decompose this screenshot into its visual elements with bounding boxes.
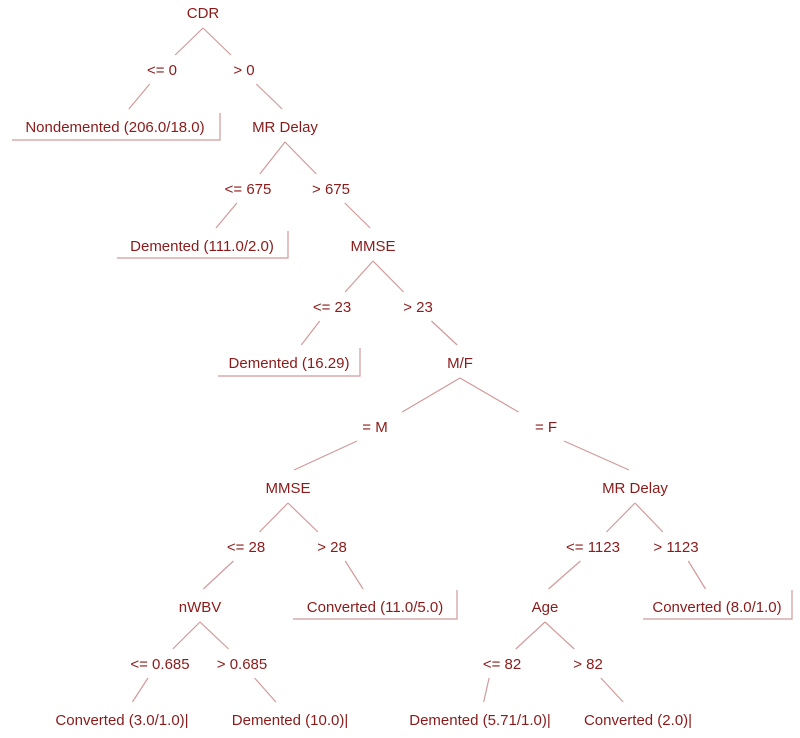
- branch-line: [202, 27, 232, 56]
- leaf-node: Demented (16.29): [229, 355, 350, 372]
- branch-line: [215, 202, 238, 229]
- leaf-node: Demented (111.0/2.0): [130, 238, 274, 255]
- decision-node: nWBV: [179, 599, 222, 616]
- branch-line: [131, 677, 149, 703]
- branch-line: [600, 677, 624, 703]
- edge-condition-label: <= 23: [313, 299, 351, 316]
- leaf-node: Converted (3.0/1.0)|: [55, 712, 188, 729]
- branch-line: [459, 377, 519, 413]
- branch-line: [172, 621, 201, 650]
- branch-line: [255, 83, 283, 110]
- branch-line: [202, 560, 234, 590]
- branch-line: [563, 440, 630, 471]
- edge-condition-label: <= 28: [227, 539, 265, 556]
- branch-line: [300, 320, 321, 346]
- decision-node: M/F: [447, 355, 473, 372]
- decision-node: CDR: [187, 5, 220, 22]
- leaf-box-border: [12, 113, 221, 141]
- edge-condition-label: <= 0: [147, 62, 177, 79]
- leaf-node: Converted (2.0)|: [584, 712, 692, 729]
- decision-node: Age: [532, 599, 559, 616]
- decision-node: MR Delay: [252, 119, 318, 136]
- branch-line: [344, 260, 374, 293]
- edge-condition-label: > 28: [317, 539, 347, 556]
- edge-condition-label: > 0.685: [217, 656, 267, 673]
- leaf-box-border: [117, 231, 289, 259]
- branch-line: [344, 560, 364, 590]
- leaf-node: Converted (8.0/1.0): [652, 599, 781, 616]
- branch-line: [544, 621, 575, 650]
- edge-condition-label: > 0: [233, 62, 254, 79]
- edge-condition-label: > 23: [403, 299, 433, 316]
- leaf-node: Demented (10.0)|: [232, 712, 348, 729]
- branch-line: [483, 677, 490, 703]
- branch-line: [287, 502, 319, 533]
- branch-line: [634, 502, 664, 533]
- edge-condition-label: <= 675: [225, 181, 272, 198]
- leaf-box-border: [643, 590, 793, 620]
- branch-line: [259, 141, 286, 175]
- edge-condition-label: = M: [362, 419, 387, 436]
- edge-condition-label: > 675: [312, 181, 350, 198]
- branch-line: [548, 560, 581, 590]
- edge-condition-label: <= 0.685: [130, 656, 189, 673]
- branch-line: [515, 621, 546, 650]
- branch-line: [128, 83, 151, 110]
- branch-line: [174, 27, 204, 56]
- edge-condition-label: <= 1123: [566, 539, 620, 556]
- decision-node: MR Delay: [602, 480, 668, 497]
- edge-condition-label: = F: [535, 419, 557, 436]
- branch-line: [254, 677, 277, 703]
- branch-line: [259, 502, 289, 533]
- branch-line: [687, 560, 707, 590]
- branch-line: [344, 202, 371, 229]
- leaf-node: Nondemented (206.0/18.0): [25, 119, 204, 136]
- edge-condition-label: > 1123: [653, 539, 698, 556]
- branch-line: [199, 621, 229, 650]
- branch-line: [431, 320, 458, 346]
- leaf-node: Converted (11.0/5.0): [307, 599, 443, 616]
- branch-line: [293, 440, 358, 471]
- leaf-box-border: [218, 348, 361, 377]
- edge-condition-label: > 82: [573, 656, 603, 673]
- branch-line: [401, 377, 461, 413]
- branch-line: [372, 260, 405, 293]
- decision-node: MMSE: [351, 238, 396, 255]
- leaf-node: Demented (5.71/1.0)|: [409, 712, 550, 729]
- branch-line: [606, 502, 636, 533]
- leaf-box-border: [293, 590, 458, 620]
- decision-node: MMSE: [266, 480, 311, 497]
- edge-condition-label: <= 82: [483, 656, 521, 673]
- branch-line: [284, 141, 317, 175]
